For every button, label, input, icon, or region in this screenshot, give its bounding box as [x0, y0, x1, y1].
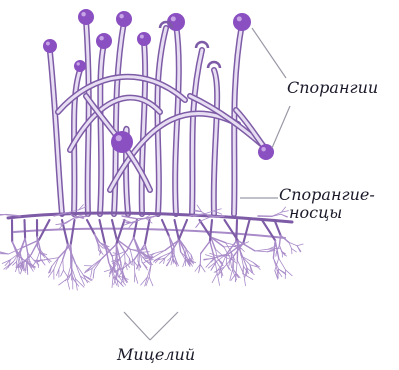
sporangium — [96, 33, 112, 49]
hypha — [61, 270, 64, 276]
hypha — [145, 220, 150, 244]
hypha — [6, 215, 20, 216]
mycelium-label: Мицелий — [117, 346, 195, 364]
sporangium — [233, 13, 251, 31]
hypha — [112, 254, 119, 256]
sporangium-highlight — [81, 12, 85, 16]
hypha — [161, 252, 171, 257]
hypha — [153, 250, 165, 257]
hypha — [292, 249, 297, 252]
hypha — [54, 258, 59, 270]
sporangium — [74, 60, 86, 72]
hypha — [112, 277, 113, 288]
hypha — [142, 262, 147, 268]
sporangium-highlight — [46, 42, 50, 46]
sporangium — [137, 32, 151, 46]
hypha — [116, 220, 124, 244]
sporangiophores-label: Спорангие- носцы — [279, 186, 375, 223]
hypha — [16, 262, 17, 268]
hypha — [165, 252, 171, 258]
hypha — [91, 268, 93, 277]
sporangium-highlight — [261, 147, 265, 151]
hypha — [67, 218, 74, 223]
hypha — [297, 246, 301, 252]
sporangium-highlight — [237, 16, 242, 21]
sporangium-highlight — [99, 36, 103, 40]
sporangiophores-label-line-1: Спорангие- — [279, 186, 375, 204]
sporangium-highlight — [140, 35, 144, 39]
hypha — [25, 220, 26, 238]
hypha — [200, 220, 211, 237]
sporangium — [43, 39, 57, 53]
hypha — [297, 244, 303, 246]
hypha — [226, 254, 227, 264]
hypha — [67, 279, 70, 290]
hypha — [135, 273, 138, 283]
hypha — [63, 259, 64, 270]
hypha — [236, 260, 237, 273]
sporangium — [111, 131, 133, 153]
leader-line — [272, 106, 290, 148]
hypha — [154, 250, 165, 253]
hypha — [200, 265, 205, 272]
sporangium — [116, 11, 132, 27]
sporangia-label: Спорангии — [287, 79, 378, 97]
hypha — [201, 241, 210, 253]
hypha — [201, 217, 210, 221]
leader-line — [124, 312, 150, 340]
sporangiophores — [50, 20, 268, 214]
sporangiophore — [192, 50, 202, 214]
hypha — [276, 251, 277, 255]
hypha — [112, 220, 117, 239]
hypha — [204, 258, 214, 259]
mycelium — [0, 205, 303, 291]
hypha — [67, 265, 71, 278]
hypha — [255, 251, 268, 252]
hypha — [87, 220, 95, 234]
hypha — [92, 259, 102, 269]
hypha — [59, 259, 63, 269]
hypha — [183, 259, 186, 267]
hypha — [100, 220, 105, 244]
hypha — [279, 258, 286, 270]
sporangiophore — [50, 52, 62, 214]
hypha — [212, 273, 217, 282]
hypha — [71, 220, 75, 245]
hypha — [24, 262, 25, 271]
hypha — [196, 221, 200, 227]
sporangiophores-label-line-2: носцы — [279, 204, 375, 222]
hypha — [281, 235, 289, 242]
hypha — [236, 220, 237, 241]
hypha — [233, 257, 234, 270]
hypha — [133, 259, 134, 265]
hypha — [162, 220, 169, 236]
hypha — [37, 250, 40, 260]
sporangium-highlight — [119, 14, 123, 18]
hypha — [286, 270, 293, 276]
hypha — [134, 219, 142, 222]
hypha — [149, 277, 153, 286]
sporangium — [258, 144, 274, 160]
sporangium-highlight — [116, 135, 122, 141]
sporangium-highlight — [77, 62, 80, 65]
hypha — [130, 249, 132, 259]
hypha — [221, 268, 222, 277]
hypha — [273, 240, 275, 258]
leader-line — [252, 28, 286, 78]
sporangium — [78, 9, 94, 25]
leader-line — [150, 312, 178, 340]
sporangium-highlight — [171, 16, 176, 21]
hypha — [243, 220, 249, 243]
hypha — [279, 245, 282, 252]
